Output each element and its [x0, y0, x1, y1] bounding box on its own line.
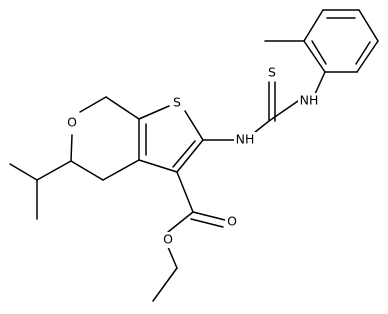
bond-s-c2 [184, 110, 204, 141]
bond-c2-c3 [176, 139, 204, 173]
bond-aryl-6 [303, 40, 326, 73]
bond-carbonyl-o-double [192, 211, 226, 221]
bond-c3-carbonyl [176, 171, 194, 213]
bond-c7a-s [138, 105, 170, 120]
bond-c3-c3a [138, 159, 178, 173]
bond-carbonyl-o-ester [167, 211, 194, 233]
atom-s-ring: S [170, 95, 184, 111]
bond-c7-c7a [105, 96, 140, 120]
bond-c5-o [70, 134, 73, 162]
bond-c2-c3-inner [172, 140, 196, 168]
bond-o-ch2 [167, 246, 178, 269]
bond-ch2-ch3 [152, 267, 178, 302]
atom-nh-left-label: NH [236, 132, 255, 147]
bond-c4-c3a [102, 159, 140, 181]
bond-aryl-inner-3 [311, 40, 327, 65]
bond-isopropyl-me1 [9, 163, 38, 181]
atom-nh-right-label: NH [300, 93, 319, 108]
atom-nh-right: NH [298, 93, 320, 109]
bond-o-c7 [79, 96, 107, 113]
bond-aryl-5 [303, 9, 324, 42]
bond-c5-c4 [70, 160, 104, 181]
atom-o-pyran-label: O [67, 115, 77, 130]
atom-o-pyran: O [65, 114, 79, 130]
bond-aryl-inner-1 [355, 41, 371, 65]
atom-s-thio: S [265, 65, 279, 81]
atom-s-thio-label: S [268, 65, 276, 80]
bond-carbonyl-o-double-2 [190, 218, 224, 228]
atom-labels: O S NH S NH O O [65, 65, 320, 248]
bond-isopropyl-c5 [36, 160, 72, 181]
bond-aryl-2 [356, 40, 379, 73]
bond-cs-nh [268, 100, 299, 122]
bond-nh-aryl [314, 71, 326, 95]
atom-s-ring-label: S [173, 95, 181, 110]
atom-o-carbonyl: O [225, 214, 239, 230]
bond-nh-cs [253, 120, 270, 134]
bonds [9, 9, 379, 302]
bond-aryl-3 [358, 9, 379, 42]
atom-o-carbonyl-label: O [227, 214, 237, 229]
atom-nh-left: NH [234, 132, 256, 148]
atom-o-ester: O [161, 232, 175, 248]
atom-o-ester-label: O [163, 232, 173, 247]
